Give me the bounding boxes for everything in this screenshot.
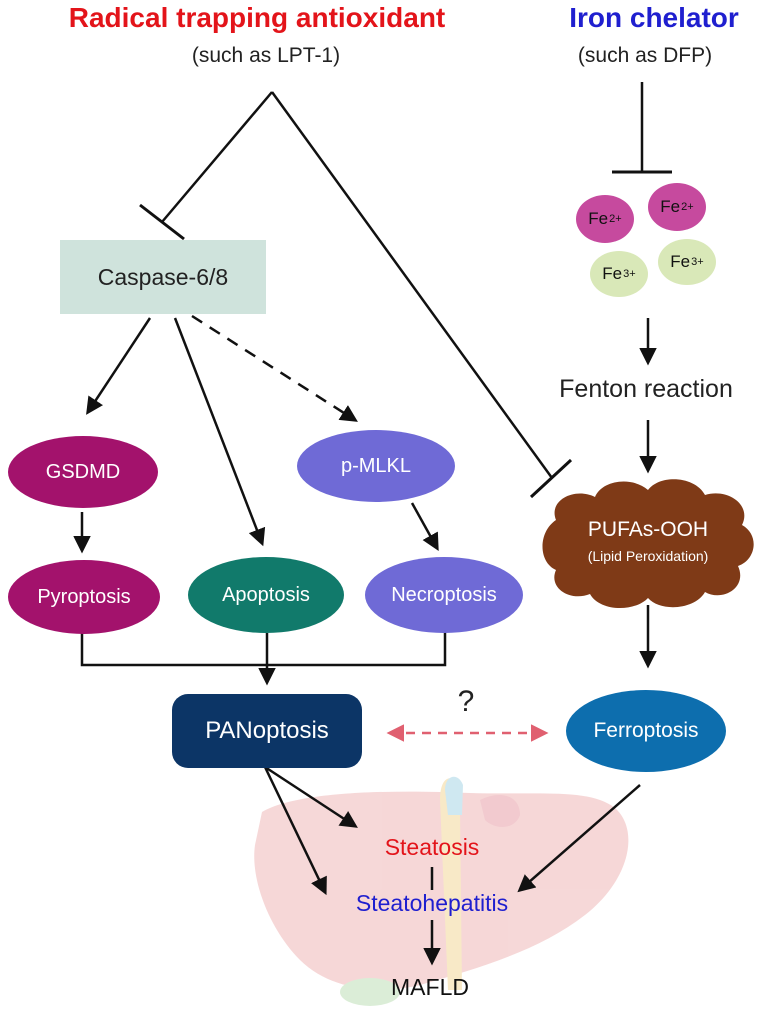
panoptosis-to-steatohepatitis-arrow	[263, 766, 327, 896]
gsdmd-node: GSDMD	[8, 436, 158, 508]
necroptosis-node: Necroptosis	[365, 557, 523, 633]
antioxidant-pufas-line	[270, 91, 554, 479]
ferroptosis-node: Ferroptosis	[566, 690, 726, 772]
panoptosis-node: PANoptosis	[172, 694, 362, 768]
steatohepatitis-label: Steatohepatitis	[355, 890, 509, 916]
panoptosis-to-steatosis-arrow	[264, 765, 358, 828]
chelator-title: Iron chelator	[569, 2, 739, 33]
caspase-to-apoptosis-arrow	[173, 317, 266, 547]
mafld-label: MAFLD	[391, 974, 469, 1000]
ferroptosis-to-steatohepatitis-arrow	[517, 784, 641, 893]
chelator-subtitle: (such as DFP)	[577, 44, 713, 67]
apoptosis-node: Apoptosis	[188, 557, 344, 633]
liver-illustration	[254, 776, 629, 1006]
caspase-to-gsdmd-arrow	[86, 317, 152, 415]
pufas-cloud	[542, 479, 754, 609]
pmlkl-node: p-MLKL	[297, 430, 455, 502]
fenton-reaction-label: Fenton reaction	[559, 375, 733, 403]
caspase-box: Caspase-6/8	[60, 240, 266, 314]
merge-bracket	[80, 630, 447, 667]
pufas-label: PUFAs-OOH	[587, 518, 709, 541]
pyroptosis-node: Pyroptosis	[8, 560, 160, 634]
pufas-inhibition-bar	[529, 458, 573, 499]
pmlkl-to-necroptosis-arrow	[410, 502, 439, 552]
antioxidant-subtitle: (such as LPT-1)	[191, 44, 341, 67]
antioxidant-title: Radical trapping antioxidant	[68, 2, 446, 33]
antioxidant-caspase-line	[161, 91, 273, 223]
pufas-sublabel: (Lipid Peroxidation)	[587, 548, 709, 564]
steatosis-label: Steatosis	[384, 834, 480, 860]
crosstalk-question: ?	[457, 685, 475, 718]
caspase-inhibition-bar	[139, 203, 185, 241]
caspase-to-pmlkl-dashed-arrow	[191, 314, 358, 422]
